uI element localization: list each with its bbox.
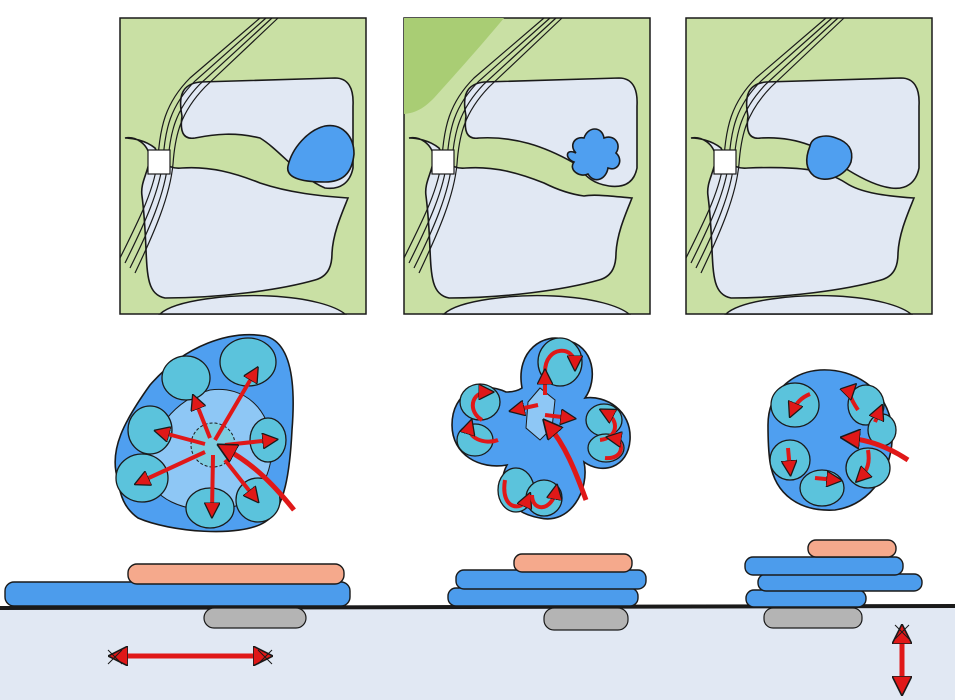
section-2 <box>447 553 647 631</box>
horizontal-double-arrow-icon <box>107 650 272 664</box>
building-plan-1 <box>114 333 296 533</box>
bridge-icon <box>147 149 171 175</box>
red-curved-arrow-icon <box>469 348 623 507</box>
section-3 <box>744 539 923 688</box>
site-plan-2-bottom-strip <box>442 294 631 315</box>
floor-plate-3c <box>744 556 904 576</box>
bridge-icon <box>713 149 737 175</box>
foundation-2 <box>543 607 629 631</box>
site-plan-1-bottom-strip <box>158 294 347 315</box>
site-plan-1 <box>119 17 367 315</box>
site-plan-3 <box>685 17 933 315</box>
roof-slab-2 <box>513 553 633 573</box>
site-plan-3-lower-parcel <box>690 136 916 299</box>
site-plan-2 <box>403 17 651 315</box>
vertical-double-arrow-icon <box>895 625 909 688</box>
site-plan-3-bottom-strip <box>724 294 913 315</box>
site-plan-1-lower-parcel <box>124 136 350 299</box>
building-plan-2 <box>451 337 631 520</box>
floor-plate-1 <box>4 581 351 607</box>
red-curved-arrow-icon <box>848 438 910 463</box>
red-curved-arrow-icon <box>224 448 296 512</box>
foundation-1 <box>203 607 307 629</box>
red-curved-arrow-icon <box>548 425 589 501</box>
site-plan-3-upper-parcel <box>745 77 920 190</box>
bridge-icon <box>431 149 455 175</box>
section-1 <box>4 563 351 664</box>
site-plan-2-water-icon <box>566 128 621 181</box>
roof-slab-3 <box>807 539 897 558</box>
site-plan-2-dark-corner <box>404 18 504 114</box>
floor-plate-3b <box>757 573 923 592</box>
roof-slab-1 <box>127 563 345 585</box>
site-plan-1-water-icon <box>287 124 355 183</box>
building-plan-3 <box>767 369 910 511</box>
floor-plate-2a <box>447 587 639 607</box>
red-curved-arrow-icon <box>788 388 880 480</box>
site-plan-3-water-icon <box>805 135 853 180</box>
site-plan-2-lower-parcel <box>408 136 634 299</box>
floor-plate-3a <box>745 589 867 608</box>
floor-plate-2b <box>455 569 647 590</box>
foundation-3 <box>763 607 863 629</box>
